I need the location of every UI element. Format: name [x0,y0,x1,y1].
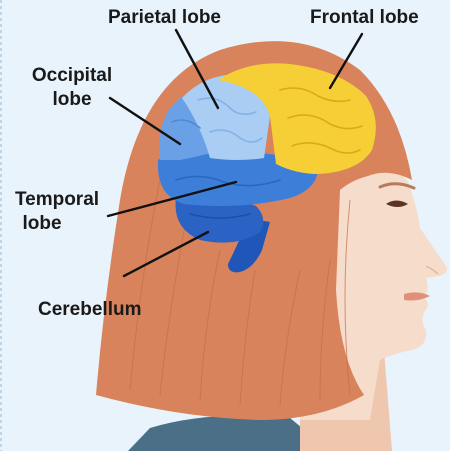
label-frontal-lobe: Frontal lobe [310,6,419,30]
label-temporal-lobe: Temporal lobe [8,188,106,236]
label-parietal-lobe: Parietal lobe [108,6,221,30]
shirt [128,416,330,451]
label-occipital-line1: Occipital [20,64,124,88]
label-temporal-line1: Temporal [8,188,106,212]
label-occipital-line2: lobe [20,88,124,112]
label-temporal-line2: lobe [0,212,106,236]
label-occipital-lobe: Occipital lobe [20,64,124,112]
label-cerebellum: Cerebellum [38,298,141,322]
